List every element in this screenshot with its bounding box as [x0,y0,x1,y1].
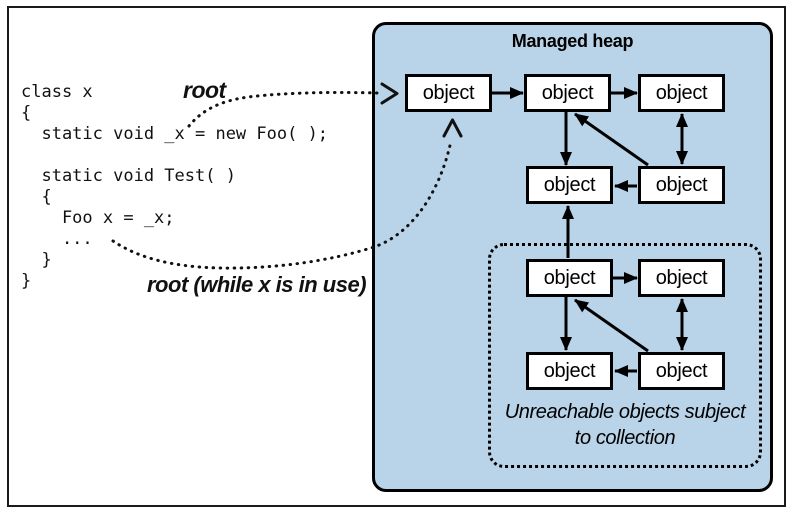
heap-object-2: object [524,74,611,112]
unreachable-object-1: object [526,259,613,297]
heap-object-4: object [526,166,613,204]
unreachable-objects-region [488,243,762,468]
unreachable-caption: Unreachable objects subject to collectio… [488,399,762,451]
heap-object-5: object [638,166,725,204]
root-while-in-use-annotation: root (while x is in use) [147,272,367,297]
outer-frame [7,6,786,507]
managed-heap-title: Managed heap [511,31,634,51]
unreachable-object-4: object [638,352,725,390]
heap-object-1: object [405,74,492,112]
root-annotation: root [183,77,226,103]
unreachable-caption-line2: to collection [574,427,676,449]
unreachable-caption-line1: Unreachable objects subject [504,401,746,423]
unreachable-object-3: object [526,352,613,390]
heap-object-3: object [638,74,725,112]
code-block: class x { static void _x = new Foo( ); s… [21,82,329,291]
unreachable-object-2: object [638,259,725,297]
